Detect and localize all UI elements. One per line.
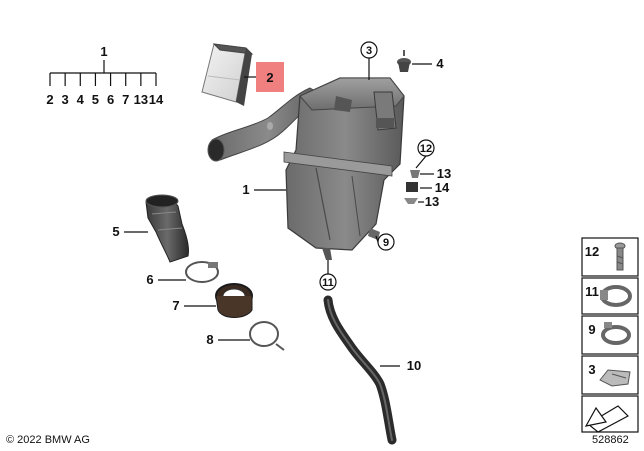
legend-panel: 12 11 9 3 [581,237,639,433]
assembly-subpart-label: 14 [149,92,164,107]
callout-9: 9 [383,237,389,249]
callout-4: 4 [436,56,444,71]
legend-num-9: 9 [588,322,595,337]
intake-hose [145,194,189,263]
callout-10: 10 [407,358,421,373]
assembly-subpart-label: 13 [134,92,148,107]
image-number: 528862 [592,434,629,446]
assembly-subpart-label: 6 [107,92,114,107]
assembly-subpart-label: 4 [77,92,85,107]
copyright-text: © 2022 BMW AG [6,434,90,446]
callout-11: 11 [322,277,334,289]
hose-clamp-8 [249,321,285,351]
rubber-coupling [215,283,253,318]
hose-clamp-icon [601,322,631,345]
hose-clamp-icon [600,285,632,307]
callout-1: 1 [242,182,249,197]
callout-5: 5 [112,224,119,239]
arrow-icon [584,405,629,433]
legend-num-12: 12 [585,244,599,259]
assembly-main-label: 1 [100,44,107,59]
callout-14: 14 [435,180,450,195]
highlight-box [256,62,284,92]
callout-6: 6 [146,272,153,287]
callout-12: 12 [420,143,432,155]
assembly-subpart-label: 7 [122,92,129,107]
hose-clamp-6 [185,261,219,283]
callout-13-upper: 13 [437,166,451,181]
assembly-subpart-label: 3 [62,92,69,107]
callout-7: 7 [172,298,179,313]
intake-snorkel [207,87,326,162]
drain-hose [323,295,397,445]
air-filter-element [201,43,254,106]
legend-num-3: 3 [588,362,595,377]
callout-8: 8 [206,332,213,347]
air-filter-housing [283,77,405,260]
callout-11-circle [319,273,337,291]
rubber-grommet [397,50,411,72]
callout-9-circle [377,233,395,251]
callout-13-lower: 13 [425,194,439,209]
assembly-subpart-label: 2 [46,92,53,107]
spring-clip-icon [599,369,631,387]
assembly-subpart-label: 5 [92,92,99,107]
callout-3: 3 [366,45,372,57]
bolt-icon [614,242,626,271]
bolt-hardware [404,170,420,204]
callout-2: 2 [266,70,273,85]
legend-num-11: 11 [585,284,599,299]
